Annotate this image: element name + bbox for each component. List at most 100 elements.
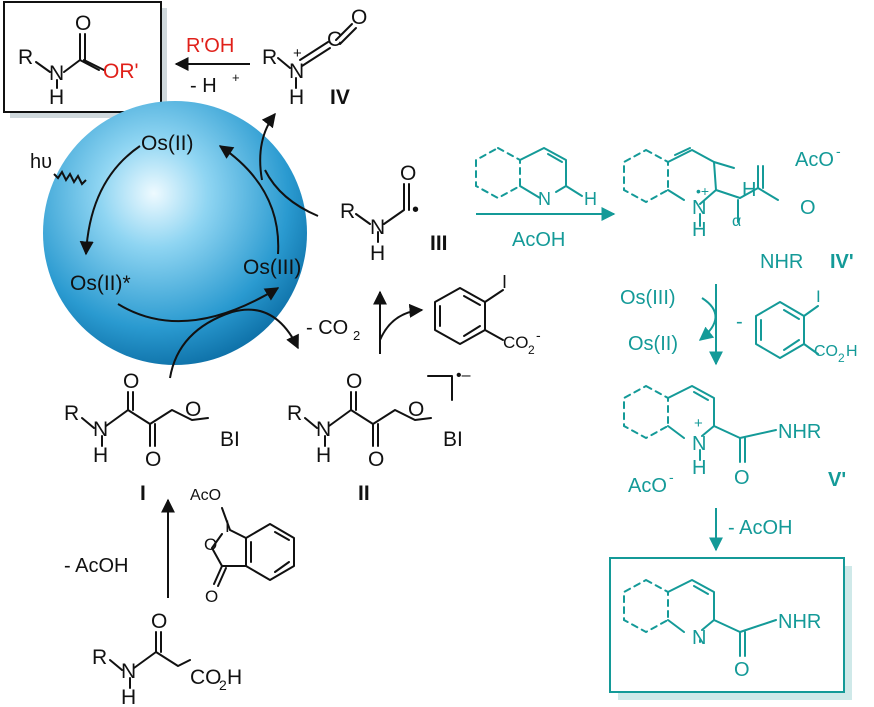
reagent-o2: O: [205, 587, 218, 606]
cation-V-prime: + N H NHR O AcO - V': [623, 384, 846, 497]
acid-o: O: [151, 610, 167, 633]
decarboxylation-step: - CO 2: [306, 290, 424, 354]
product-o: O: [75, 12, 91, 35]
ii-o1: O: [346, 370, 362, 393]
iv-c: C: [327, 28, 342, 51]
final-n: N: [692, 627, 706, 649]
iv-n: N: [289, 60, 304, 83]
acid-h: H: [121, 686, 136, 707]
acid-co2h-sub: 2: [219, 677, 227, 693]
final-o: O: [734, 659, 750, 681]
iodobenzoate: I CO 2 -: [434, 272, 541, 357]
vp-o: O: [734, 467, 750, 489]
final-product: N O NHR: [609, 557, 852, 700]
iv-label: IV: [330, 86, 350, 109]
ivp-aco: AcO: [795, 149, 834, 171]
acid-r: R: [92, 646, 107, 669]
iii-h: H: [370, 242, 385, 265]
ox-i: I: [816, 287, 821, 306]
i-o3: O: [185, 398, 201, 421]
ii-charge: •–: [456, 367, 471, 384]
acoh-loss: - AcOH: [64, 555, 128, 577]
acid-co2h: CO: [190, 666, 222, 689]
acid-co2h-h: H: [227, 666, 242, 689]
hypervalent-iodine-reagent: AcO I O O: [190, 487, 295, 606]
os2-label: Os(II): [141, 132, 194, 155]
ivp-plus: •+: [696, 183, 709, 199]
proton-loss: - H: [190, 75, 217, 97]
catalyst-sphere: [43, 101, 307, 365]
vp-aco: AcO: [628, 475, 667, 497]
quinoline-h: H: [584, 189, 597, 209]
ivp-n: N: [692, 197, 706, 219]
ii-o3: O: [408, 398, 424, 421]
ox-co2h: CO: [814, 343, 838, 360]
vp-charge: -: [669, 469, 674, 485]
product-h: H: [49, 86, 64, 109]
ii-label: II: [358, 482, 370, 505]
ivp-h-alpha: H: [742, 179, 756, 201]
iv-plus: +: [293, 45, 302, 62]
ox-co2h-sub: 2: [838, 351, 845, 365]
radical-cation-IV-prime: AcO - •+ N H H α O NHR IV': [623, 143, 854, 273]
ivp-nhr: NHR: [760, 251, 803, 273]
ox-os3: Os(III): [620, 287, 676, 309]
vp-nhr: NHR: [778, 421, 821, 443]
ox-os2: Os(II): [628, 333, 678, 355]
acid-n: N: [121, 660, 136, 683]
radical-anion-II: R N H O O O BI •– II: [287, 367, 471, 505]
oxidation-step: Os(III) Os(II) - I CO 2 H: [620, 284, 858, 366]
ivp-charge: -: [836, 143, 841, 159]
i-h: H: [93, 444, 108, 467]
ii-n: N: [316, 418, 331, 441]
benzoate-co2-sub: 2: [528, 343, 535, 357]
vp-plus: +: [694, 415, 703, 432]
ivp-label: IV': [830, 251, 854, 273]
ester-formation-step: - AcOH: [64, 498, 175, 598]
i-o1: O: [123, 370, 139, 393]
acoh-reagent: AcOH: [512, 229, 565, 251]
benzoate-i: I: [502, 272, 507, 292]
alcohol-reagent: R'OH: [186, 35, 234, 57]
final-nhr: NHR: [778, 611, 821, 633]
os2-excited-label: Os(II)*: [70, 272, 131, 295]
oxamate-ester-I: R N H O O O BI I: [64, 370, 240, 505]
ii-h: H: [316, 444, 331, 467]
oxamic-acid: R N H O CO 2 H: [92, 610, 242, 707]
reagent-i: I: [225, 517, 230, 536]
vp-n: N: [692, 433, 706, 455]
i-label: I: [140, 482, 146, 505]
iii-dot: •: [412, 199, 419, 221]
vp-h: H: [692, 457, 706, 479]
iv-o: O: [351, 6, 367, 29]
light-label: hυ: [30, 151, 52, 173]
carbamate-product: R N H O OR': [3, 1, 167, 118]
iii-o: O: [400, 162, 416, 185]
ivp-o: O: [800, 197, 816, 219]
i-r: R: [64, 402, 79, 425]
carbamoyl-radical-III: R N H O • III: [340, 162, 448, 265]
proton-loss-plus: +: [232, 70, 240, 85]
ivp-alpha: α: [732, 213, 741, 230]
radical-addition-step: N H AcOH: [475, 146, 616, 251]
benzoate-co2: CO: [503, 333, 529, 352]
product-n: N: [49, 62, 64, 85]
iii-label: III: [430, 232, 448, 255]
ii-o2: O: [368, 448, 384, 471]
vp-label: V': [828, 469, 846, 491]
ii-bi: BI: [443, 428, 463, 451]
quinoline-n: N: [538, 189, 551, 209]
product-r: R: [18, 46, 33, 69]
i-bi: BI: [220, 428, 240, 451]
ii-r: R: [287, 402, 302, 425]
ox-co2h-h: H: [846, 343, 858, 360]
benzoate-charge: -: [536, 327, 541, 343]
co2-loss: - CO: [306, 317, 348, 339]
deprotonation-step: - AcOH: [709, 508, 792, 552]
product-or: OR': [103, 60, 139, 83]
iv-r: R: [262, 46, 277, 69]
ivp-h: H: [692, 219, 706, 241]
product-box: [3, 1, 162, 113]
reagent-o1: O: [204, 535, 217, 554]
